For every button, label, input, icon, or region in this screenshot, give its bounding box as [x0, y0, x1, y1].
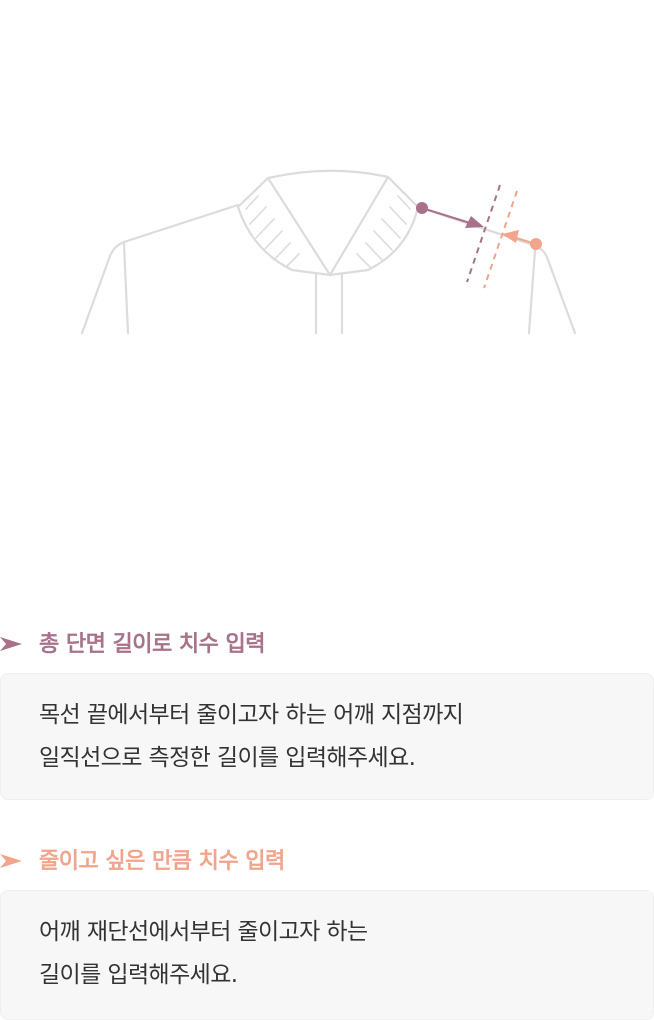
reduce-amount-section: 줄이고 싶은 만큼 치수 입력 어깨 재단선에서부터 줄이고자 하는 길이를 입… [0, 845, 654, 1020]
arrowhead-right-icon [0, 854, 22, 868]
shirt-shoulder-diagram [80, 169, 577, 335]
reduce-amount-heading: 줄이고 싶은 만큼 치수 입력 [0, 845, 654, 879]
arrowhead-right-icon [0, 637, 22, 651]
total-length-section: 총 단면 길이로 치수 입력 목선 끝에서부터 줄이고자 하는 어깨 지점까지 … [0, 628, 654, 800]
description-line: 어깨 재단선에서부터 줄이고자 하는 [39, 919, 368, 945]
total-length-title: 총 단면 길이로 치수 입력 [39, 632, 266, 657]
reduce-amount-arrowhead [502, 230, 519, 243]
reduce-amount-title: 줄이고 싶은 만큼 치수 입력 [39, 849, 285, 874]
total-length-heading: 총 단면 길이로 치수 입력 [0, 628, 654, 662]
collar-ribbing [245, 195, 411, 268]
shirt-outline [80, 169, 577, 335]
total-length-arrowhead [465, 216, 484, 228]
description-line: 목선 끝에서부터 줄이고자 하는 어깨 지점까지 [39, 702, 464, 728]
reduce-amount-arrow [515, 236, 537, 246]
description-line: 일직선으로 측정한 길이를 입력해주세요. [39, 745, 416, 771]
reduce-amount-description-box: 어깨 재단선에서부터 줄이고자 하는 길이를 입력해주세요. [0, 890, 654, 1020]
total-length-arrow [421, 206, 471, 225]
total-length-description-box: 목선 끝에서부터 줄이고자 하는 어깨 지점까지 일직선으로 측정한 길이를 입… [0, 673, 654, 800]
description-line: 길이를 입력해주세요. [39, 962, 238, 988]
